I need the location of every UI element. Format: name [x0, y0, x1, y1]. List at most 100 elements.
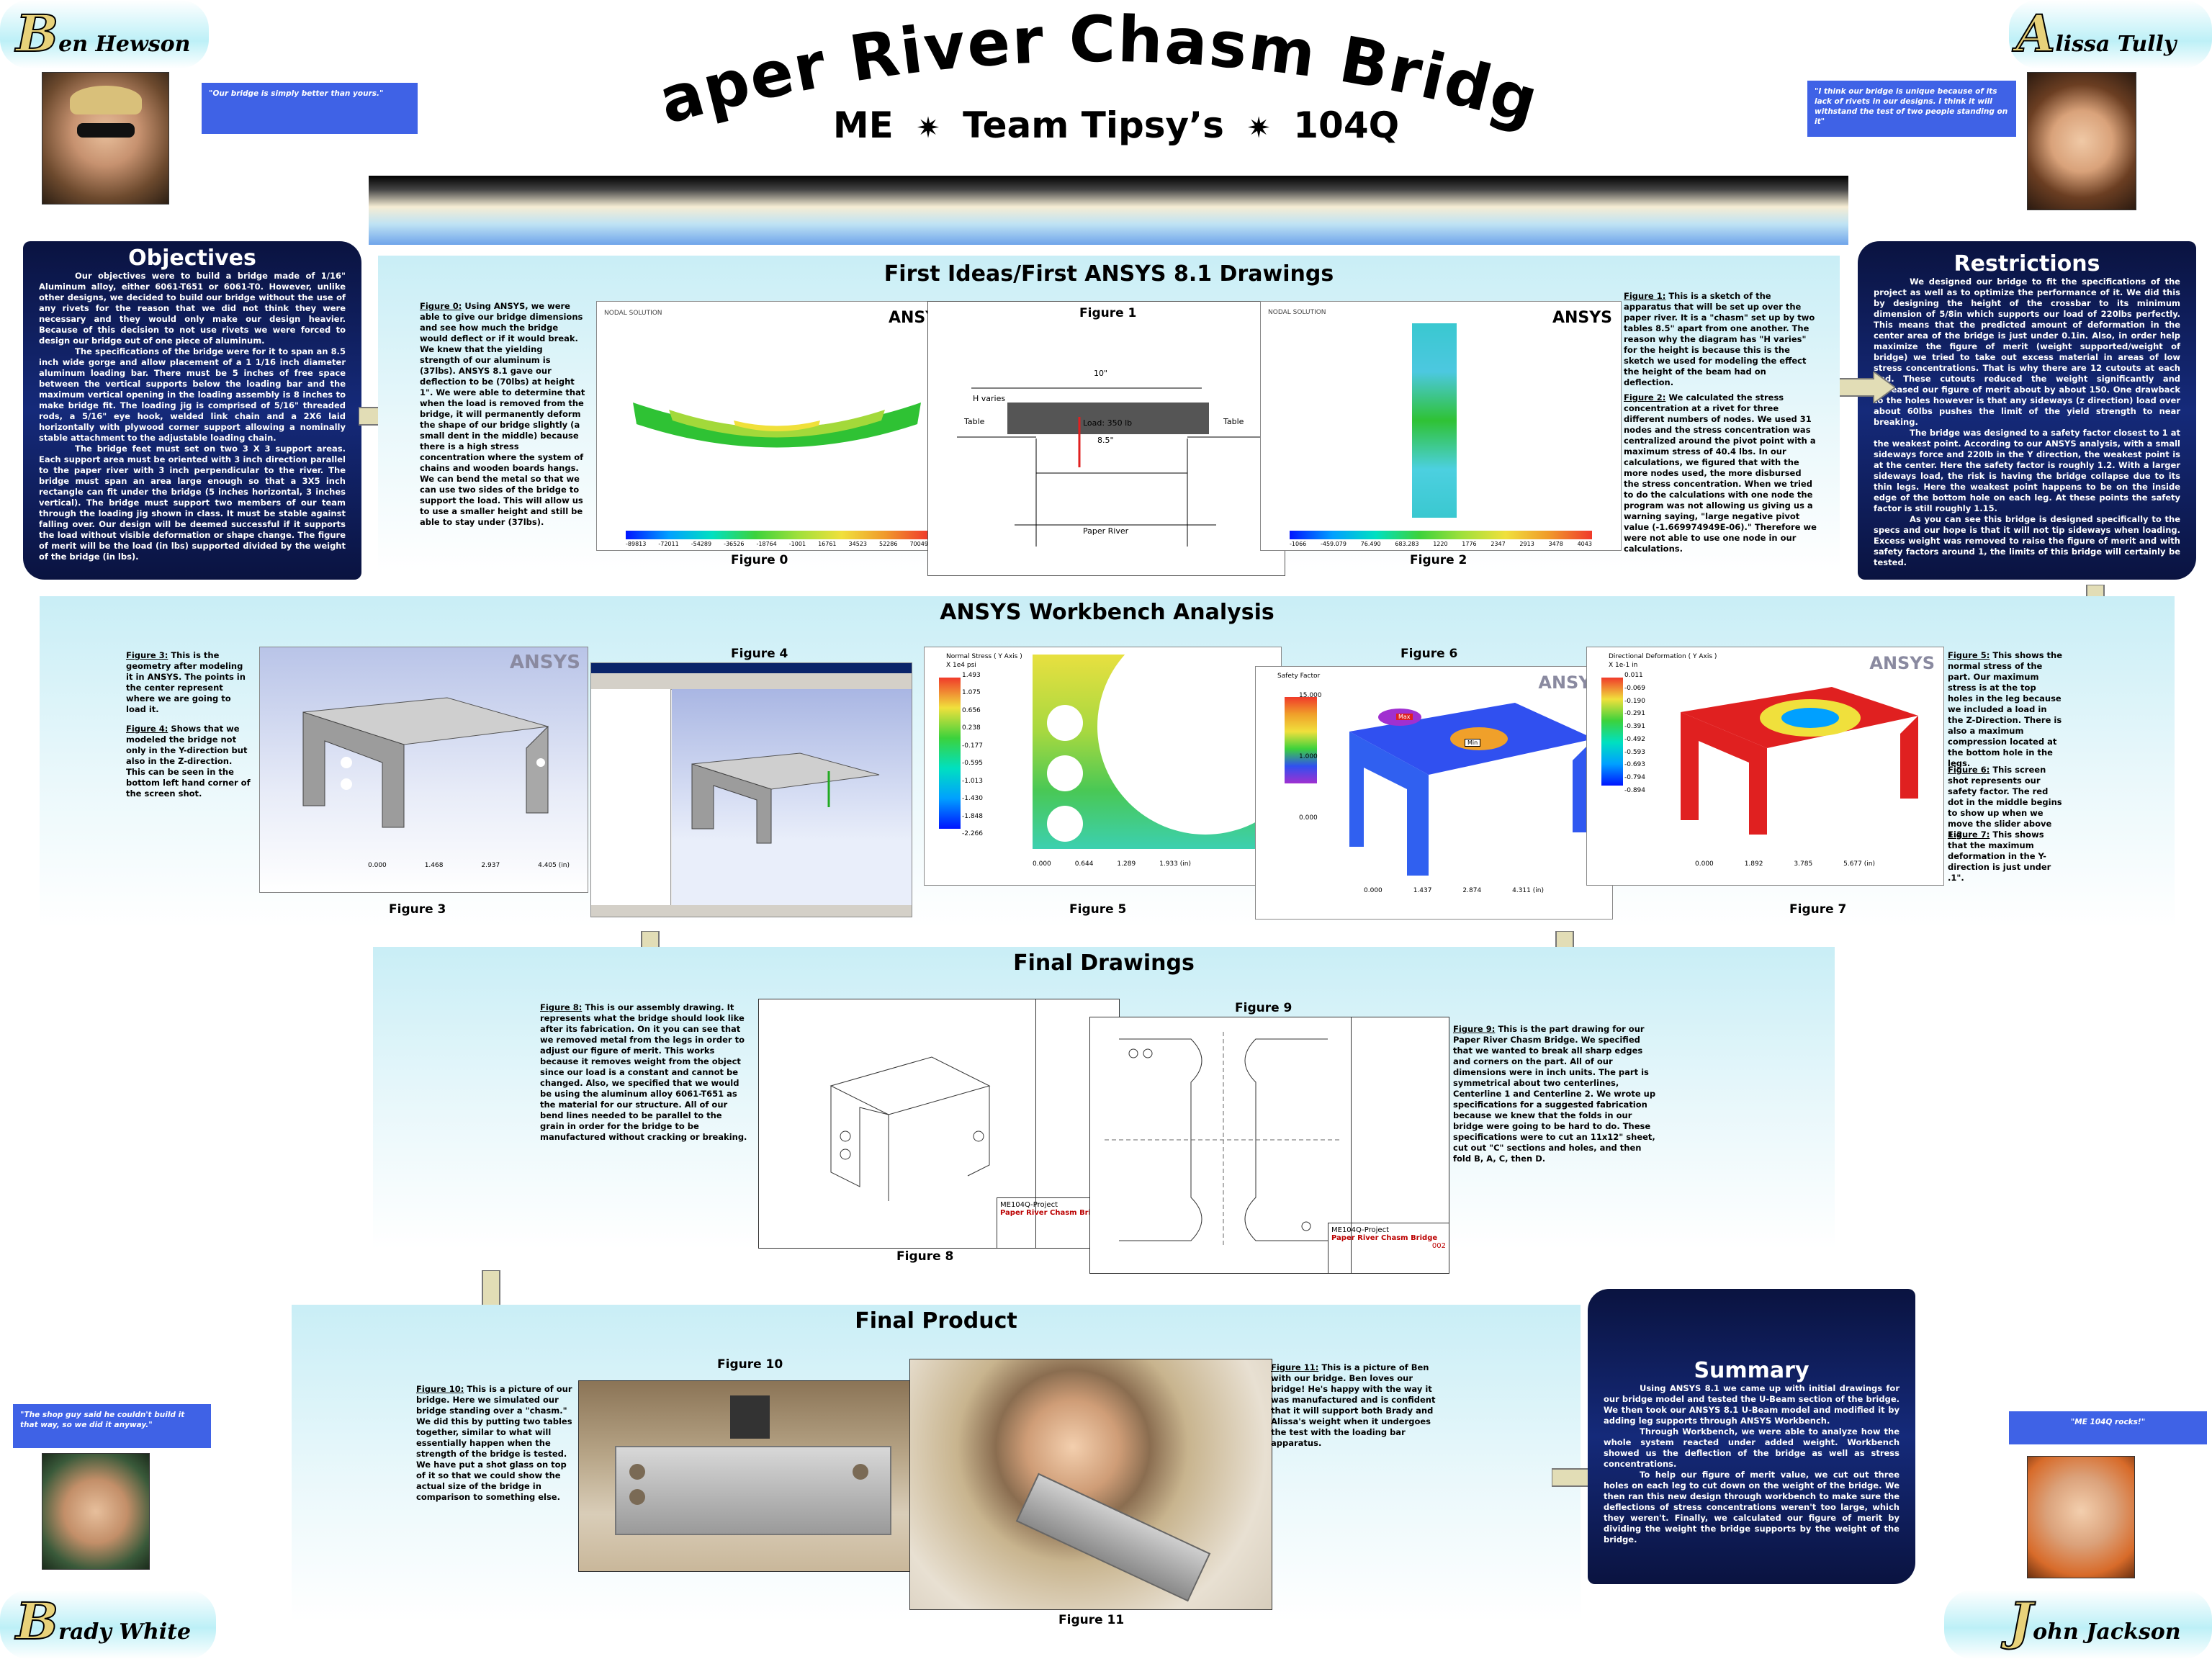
figure-4-image — [590, 662, 912, 917]
poster-title: Paper River Chasm Bridge — [619, 0, 1545, 139]
member-name-ben: Ben Hewson — [15, 3, 191, 64]
fig9-caption: Figure 9: This is the part drawing for o… — [1453, 1024, 1656, 1164]
legend-value: -1.848 — [962, 812, 984, 820]
scale-tick: -36526 — [724, 541, 745, 547]
scale-tick: -18764 — [756, 541, 777, 547]
sketch-load: Load: 350 lb — [1083, 418, 1133, 428]
scale-tick: 76.490 — [1360, 541, 1381, 547]
member-name-alissa: Alissa Tully — [2015, 3, 2177, 64]
scale-tick: 0.000 — [368, 862, 387, 869]
legend-value: -0.190 — [1624, 697, 1646, 705]
scale-tick: 1.892 — [1744, 860, 1763, 868]
legend-value: -0.593 — [1624, 748, 1646, 756]
scale-tick: 0.000 — [1033, 860, 1051, 868]
legend-value: 0.238 — [962, 724, 981, 732]
star-icon: ✷ — [1246, 112, 1271, 145]
workbench-title: ANSYS Workbench Analysis — [940, 600, 1274, 625]
sketch-span: 8.5" — [1097, 436, 1114, 445]
legend-value: 1.493 — [962, 672, 981, 679]
figure-11-photo — [909, 1359, 1272, 1610]
titleblock-title: Paper River Chasm Bridge — [1331, 1234, 1438, 1242]
restrictions-p1: We designed our bridge to fit the specif… — [1874, 276, 2180, 427]
scale-tick: 16761 — [818, 541, 837, 547]
figure-8-drawing: ME104Q-Project Paper River Chasm Bridge … — [758, 999, 1120, 1249]
scale-tick: 1.437 — [1413, 887, 1432, 894]
scale-tick: -1001 — [788, 541, 806, 547]
scale-tick: -89813 — [626, 541, 647, 547]
figure-7-legend: 0.011 -0.069 -0.190 -0.291 -0.391 -0.492 -0.59… — [1624, 672, 1645, 794]
name-rest: lissa Tully — [2055, 32, 2177, 57]
scale-tick: 2913 — [1519, 541, 1534, 547]
name-rest: en Hewson — [58, 32, 191, 57]
final-product-title: Final Product — [855, 1308, 1017, 1334]
figure-3-label: Figure 3 — [389, 902, 446, 917]
legend-value: -0.595 — [962, 760, 984, 768]
scale-tick: -1066 — [1290, 541, 1307, 547]
scale-tick: 1.468 — [424, 862, 444, 869]
titleblock-project: ME104Q-Project — [1000, 1201, 1058, 1209]
objectives-title: Objectives — [128, 246, 256, 271]
objectives-banner: Objectives Our objectives were to build … — [23, 241, 361, 580]
legend-value: -0.069 — [1624, 684, 1646, 692]
scale-tick: -54289 — [691, 541, 712, 547]
subtitle-course: 104Q — [1293, 104, 1400, 146]
figure-7-image: Directional Deformation ( Y Axis ) X 1e-… — [1586, 647, 1944, 886]
legend-value: -0.391 — [1624, 723, 1646, 731]
legend-value: 15.000 — [1299, 692, 1322, 699]
legend-value: -0.794 — [1624, 774, 1646, 782]
figure-1-label: Figure 1 — [1079, 306, 1137, 320]
figure-11-label: Figure 11 — [1058, 1613, 1125, 1627]
name-rest: ohn Jackson — [2033, 1619, 2181, 1645]
titleblock-project: ME104Q-Project — [1331, 1226, 1390, 1234]
wave-decoration — [0, 0, 209, 68]
legend-value: -0.291 — [1624, 710, 1646, 718]
star-icon: ✷ — [916, 112, 940, 145]
figure-0-image: NODAL SOLUTION ANSYS -89813-72011-54289-… — [596, 301, 958, 551]
scale-tick: 2347 — [1491, 541, 1506, 547]
first-ideas-title: First Ideas/First ANSYS 8.1 Drawings — [884, 261, 1334, 287]
legend-value: 0.011 — [1624, 672, 1643, 679]
summary-p1: Using ANSYS 8.1 we came up with initial … — [1604, 1383, 1899, 1426]
scale-tick: 4.311 (in) — [1512, 887, 1544, 894]
legend-value: -0.492 — [1624, 735, 1646, 743]
final-drawings-title: Final Drawings — [1013, 950, 1195, 976]
scale-tick: 1776 — [1462, 541, 1477, 547]
figure-9-label: Figure 9 — [1235, 1001, 1292, 1015]
summary-p2: Through Workbench, we were able to analy… — [1604, 1426, 1899, 1469]
legend-value: -0.177 — [962, 742, 984, 750]
scale-tick: 4.405 (in) — [538, 862, 570, 869]
name-initial: J — [2008, 1591, 2033, 1652]
sketch-h: H varies — [973, 394, 1006, 403]
figure-6-label: Figure 6 — [1401, 647, 1458, 661]
fig8-caption: Figure 8: This is our assembly drawing. … — [540, 1002, 747, 1142]
arrow-right-icon — [1835, 372, 1895, 403]
quote-john: "ME 104Q rocks!" — [2009, 1411, 2207, 1444]
objectives-p3: The bridge feet must set on two 3 X 3 su… — [39, 444, 346, 562]
figure-8-label: Figure 8 — [896, 1249, 954, 1264]
photo-ben — [42, 72, 169, 204]
subtitle: ME ✷ Team Tipsy’s ✷ 104Q — [792, 104, 1440, 146]
scale-tick: 2.874 — [1462, 887, 1482, 894]
titleblock-title: Paper River Chasm Bridge — [1000, 1209, 1107, 1217]
figure-6-legend: 15.000 1.000 0.000 — [1299, 692, 1322, 822]
subtitle-dept: ME — [832, 104, 894, 146]
fig2-caption: Figure 2: We calculated the stress conce… — [1624, 392, 1817, 554]
sketch-width: 10" — [1094, 369, 1108, 378]
figure-2-label: Figure 2 — [1410, 553, 1467, 567]
wave-decoration — [0, 1590, 216, 1659]
scale-tick: 4043 — [1577, 541, 1592, 547]
quote-ben: "Our bridge is simply better than yours.… — [202, 83, 418, 134]
max-marker: Max — [1396, 714, 1413, 720]
legend-value: 0.000 — [1299, 814, 1318, 822]
legend-value: 1.000 — [1299, 753, 1318, 760]
photo-brady — [42, 1453, 150, 1570]
scale-tick: 3478 — [1548, 541, 1563, 547]
scale-tick: 2.937 — [481, 862, 500, 869]
sketch-river: Paper River — [1083, 526, 1129, 536]
